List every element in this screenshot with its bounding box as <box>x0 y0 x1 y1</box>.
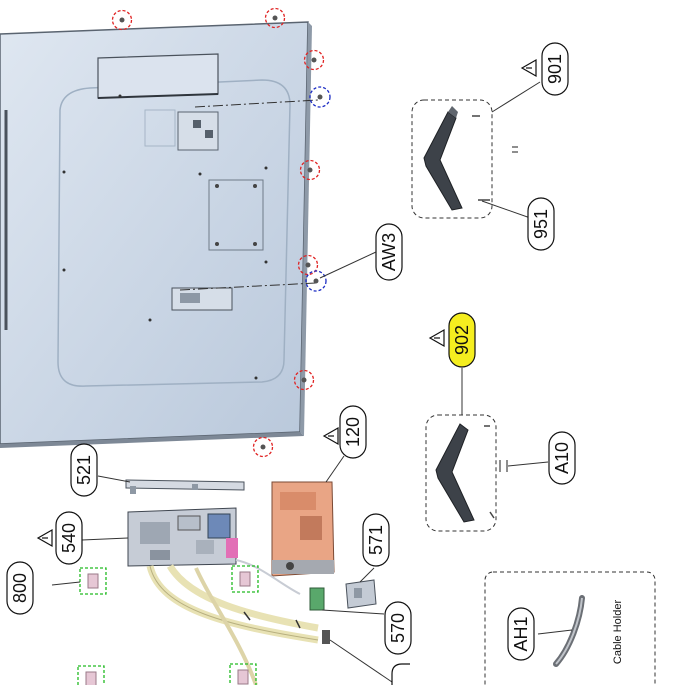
cable-holder-box <box>484 571 656 685</box>
part-label-902: 902 <box>448 312 476 368</box>
part-number: 120 <box>343 417 363 447</box>
clip-parts <box>51 565 259 685</box>
screw-icon <box>309 86 331 108</box>
part-number: A10 <box>552 442 572 474</box>
cable-holder-caption: Cable Holder <box>612 600 624 665</box>
part-number: 521 <box>74 455 94 485</box>
part-number: AW3 <box>379 233 399 271</box>
part-label-a10: A10 <box>548 431 576 485</box>
warning-icons <box>36 58 537 548</box>
screw-icon <box>303 49 325 71</box>
main-board-540 <box>81 507 238 567</box>
part-number: 800 <box>10 573 30 603</box>
part-label-540: 540 <box>55 511 83 565</box>
part-label-ah1: AH1 <box>507 607 535 661</box>
leader-lines <box>179 99 319 291</box>
screw-icon <box>293 369 315 391</box>
warning-icon <box>520 58 537 78</box>
power-board-120 <box>271 455 345 577</box>
warning-icon <box>36 528 53 548</box>
part-label-570: 570 <box>384 601 412 655</box>
part-number: 540 <box>59 523 79 553</box>
part-label-951: 951 <box>527 197 555 251</box>
screw-icon <box>111 9 133 31</box>
screw-icon <box>264 7 286 29</box>
screw-icon <box>297 254 319 276</box>
part-label-571: 571 <box>362 513 390 567</box>
warning-icon <box>428 328 445 348</box>
part-label-521: 521 <box>70 443 98 497</box>
part-label-120: 120 <box>339 405 367 459</box>
part-number: 902 <box>452 325 472 355</box>
part-number: 571 <box>366 525 386 555</box>
tv-back-cover <box>0 21 312 448</box>
connector-part <box>322 630 393 683</box>
stand-assembly-901 <box>411 81 541 221</box>
part-number: 570 <box>388 613 408 643</box>
part-label-800: 800 <box>6 561 34 615</box>
board-570 <box>309 587 385 615</box>
stand-assembly-902 <box>425 368 549 532</box>
part-label-aw3: AW3 <box>375 223 403 281</box>
warning-icon <box>322 426 339 446</box>
screw-icon <box>299 159 321 181</box>
svg-text:Cable Holder: Cable Holder <box>612 600 624 665</box>
screw-markers <box>111 7 331 458</box>
partial-label-bottom <box>391 663 410 685</box>
screw-icon <box>305 270 327 292</box>
part-number: AH1 <box>511 616 531 651</box>
part-number: 951 <box>531 209 551 239</box>
part-number: 901 <box>545 54 565 84</box>
bracket-521 <box>97 475 245 494</box>
screw-icon <box>252 436 274 458</box>
part-label-901: 901 <box>541 42 569 96</box>
holder-571 <box>345 567 377 609</box>
cable-bundle <box>146 559 319 685</box>
